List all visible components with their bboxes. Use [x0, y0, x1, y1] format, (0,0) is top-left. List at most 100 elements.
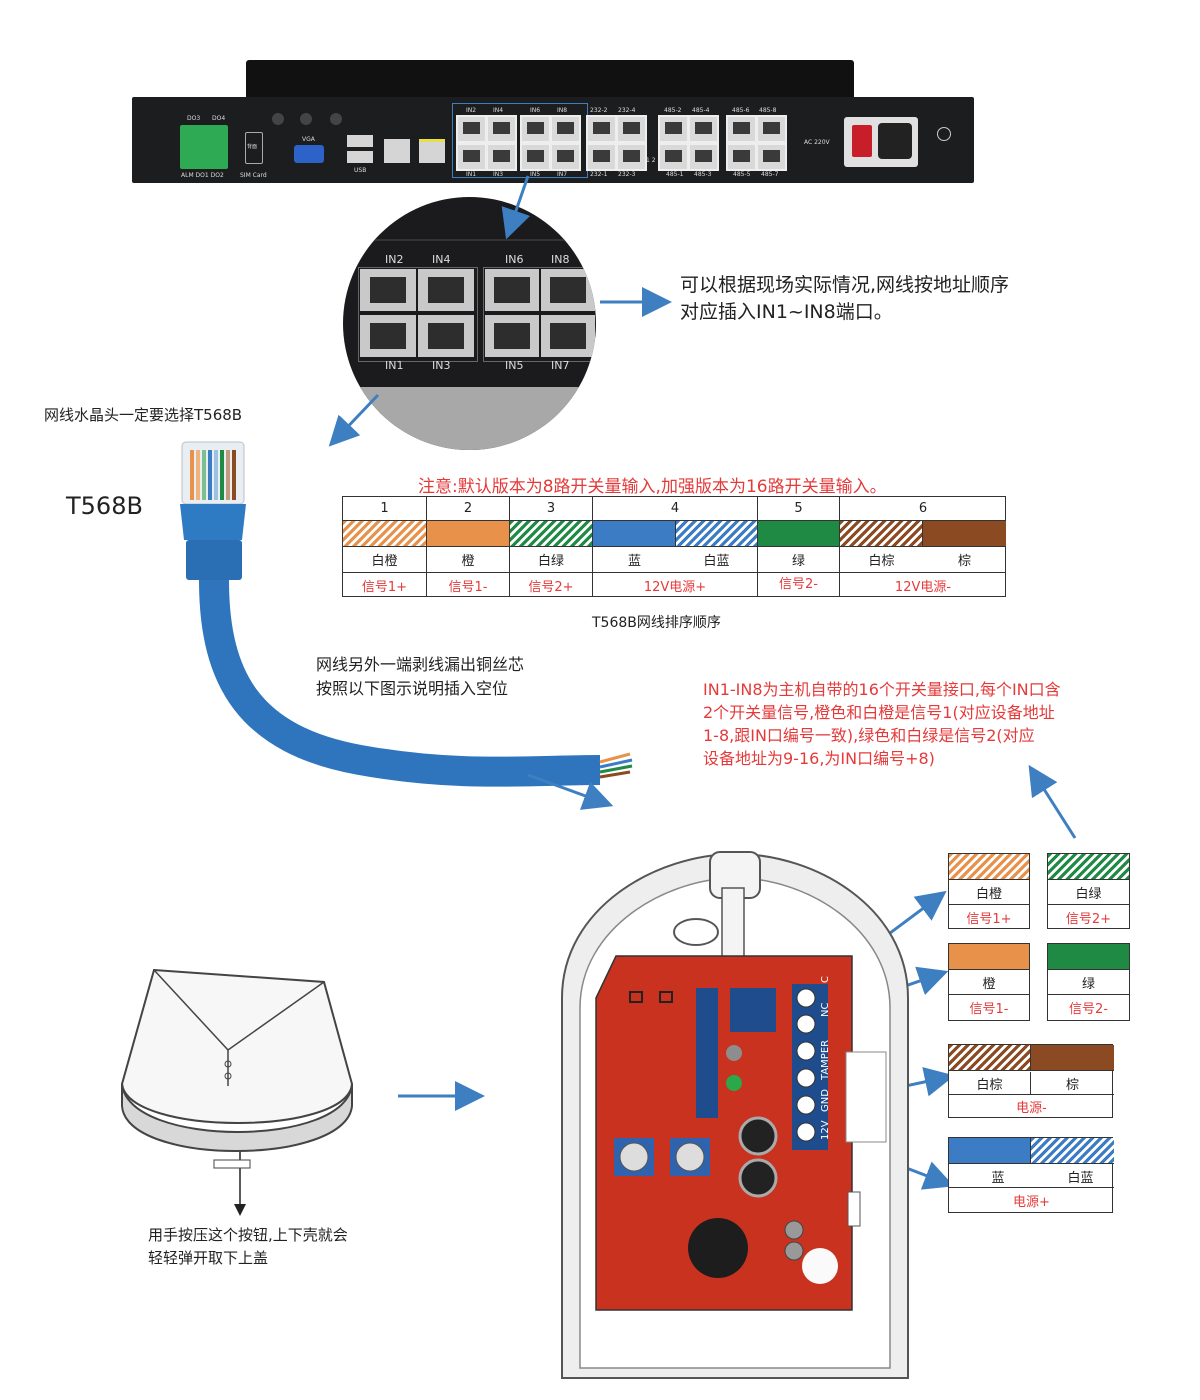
- label-485-8: 485-8: [759, 107, 777, 114]
- stripped-wire-ends: [599, 752, 633, 779]
- signal-1-plus: 信号1+: [343, 573, 427, 597]
- zoom-label-in3: IN3: [432, 359, 451, 372]
- legend-swatch-white-orange: [949, 854, 1029, 880]
- legend-power-minus: 白棕 棕 电源-: [948, 1044, 1114, 1118]
- sim-icon-label: 背面: [247, 144, 258, 150]
- port-485-7: [756, 143, 787, 171]
- port-232-4: [616, 115, 647, 143]
- label-232-1: 232-1: [590, 171, 608, 178]
- zoom-port-in3: [418, 315, 474, 357]
- in-desc-line1: IN1-IN8为主机自带的16个开关量接口,每个IN口含: [703, 680, 1061, 699]
- legend-name-white-brown: 白棕: [949, 1072, 1031, 1095]
- label-485-6: 485-6: [732, 107, 750, 114]
- legend-signal-2-plus: 信号2+: [1065, 911, 1112, 927]
- port-232-3: [616, 143, 647, 171]
- port-485-6: [726, 115, 757, 143]
- label-in1: IN1: [466, 171, 477, 178]
- zoom-port-in6: [485, 269, 539, 311]
- arrow-to-plug: [328, 393, 380, 447]
- name-white-brown: 白棕: [840, 547, 923, 573]
- zoom-label-in6: IN6: [505, 253, 524, 266]
- zoom-label-in4: IN4: [432, 253, 451, 266]
- label-232-3: 232-3: [618, 171, 636, 178]
- label-ac-220v: AC 220V: [804, 139, 830, 146]
- legend-swatch-white-blue: [1031, 1138, 1114, 1164]
- port-485-8: [756, 115, 787, 143]
- in-desc-line3: 1-8,跟IN口编号一致),绿色和白绿是信号2(对应: [703, 726, 1035, 745]
- port-in8: [550, 115, 581, 143]
- legend-swatch-blue: [949, 1138, 1031, 1164]
- terminal-label-nc: NC: [820, 1002, 831, 1017]
- signal-2-minus: 信号2-: [758, 567, 840, 597]
- name-white-blue: 白蓝: [676, 547, 758, 573]
- rj45-cable-illustration: [180, 441, 633, 787]
- zoom-circle: IN2 IN4 IN6 IN8 IN1 IN3 IN5 IN7: [343, 197, 596, 450]
- rj45-inner-wires: [190, 450, 236, 500]
- zoom-label-in2: IN2: [385, 253, 404, 266]
- port-485-2: [658, 115, 689, 143]
- legend-signal-2-minus: 信号2-: [1069, 1001, 1108, 1017]
- zoom-edge: [343, 239, 596, 241]
- label-485-4: 485-4: [692, 107, 710, 114]
- legend-swatch-orange: [949, 944, 1029, 970]
- name-orange: 橙: [427, 547, 510, 573]
- legend-power-plus: 蓝 白蓝 电源+: [948, 1137, 1114, 1213]
- press-note-line2: 轻轻弹开取下上盖: [148, 1249, 269, 1267]
- label-sim: SIM Card: [240, 172, 267, 179]
- label-do4: DO4: [212, 115, 226, 122]
- legend-white-green: 白绿 信号2+: [1047, 853, 1130, 929]
- press-note-line1: 用手按压这个按钮,上下壳就会: [148, 1226, 348, 1244]
- detector-cover-illustration: [120, 968, 354, 1169]
- legend-name-white-blue: 白蓝: [1047, 1165, 1114, 1188]
- legend-name-green: 绿: [1048, 971, 1129, 995]
- legend-swatch-brown: [1031, 1045, 1114, 1071]
- zoom-port-in7: [541, 315, 595, 357]
- signal-2-plus: 信号2+: [510, 573, 593, 597]
- label-in2: IN2: [466, 107, 477, 114]
- ground-icon: [937, 127, 951, 141]
- port-in5: [520, 143, 551, 171]
- crystal-note: 网线水晶头一定要选择T568B: [44, 406, 243, 424]
- terminal-label-c: C: [820, 976, 831, 983]
- zoom-label-in8: IN8: [551, 253, 570, 266]
- label-485-7: 485-7: [761, 171, 779, 178]
- swatch-blue: [593, 521, 676, 547]
- zoom-port-group-right: [483, 267, 596, 362]
- strip-note: 网线另外一端剥线漏出铜丝芯 按照以下图示说明插入空位: [316, 653, 524, 701]
- label-485-5: 485-5: [733, 171, 751, 178]
- lan-port: [384, 139, 410, 163]
- port-485-3: [688, 143, 719, 171]
- strip-note-line2: 按照以下图示说明插入空位: [316, 679, 509, 698]
- swatch-white-brown: [840, 521, 923, 547]
- label-485-2: 485-2: [664, 107, 682, 114]
- zoom-floor: [343, 387, 596, 450]
- host-device-rear-panel: DO3 DO4 ALM DO1 DO2 背面 SIM Card VGA USB …: [132, 97, 974, 183]
- port-in7: [550, 143, 581, 171]
- signal-1-minus: 信号1-: [427, 573, 510, 597]
- t568b-label: T568B: [66, 492, 143, 520]
- port-in2: [456, 115, 487, 143]
- legend-name-white-green: 白绿: [1048, 881, 1129, 905]
- legend-signal-1-minus: 信号1-: [969, 1001, 1009, 1017]
- rj45-boot-ridges: [186, 540, 242, 580]
- port-in6: [520, 115, 551, 143]
- legend-name-blue: 蓝: [949, 1165, 1047, 1188]
- pin-header-6: 6: [840, 497, 1006, 521]
- zoom-note: 可以根据现场实际情况,网线按地址顺序 对应插入IN1~IN8端口。: [680, 272, 1009, 326]
- swatch-green: [758, 521, 840, 547]
- legend-name-brown: 棕: [1031, 1072, 1114, 1095]
- zoom-label-in1: IN1: [385, 359, 404, 372]
- legend-name-white-orange: 白橙: [949, 881, 1029, 905]
- table-caption: T568B网线排序顺序: [592, 615, 721, 631]
- label-in8: IN8: [557, 107, 568, 114]
- press-note: 用手按压这个按钮,上下壳就会 轻轻弹开取下上盖: [148, 1224, 348, 1270]
- zoom-label-in7: IN7: [551, 359, 570, 372]
- vga-port: [294, 145, 324, 163]
- warning-note: 注意:默认版本为8路开关量输入,加强版本为16路开关量输入。: [418, 477, 887, 497]
- in-desc-line2: 2个开关量信号,橙色和白橙是信号1(对应设备地址: [703, 703, 1055, 722]
- swatch-brown: [923, 521, 1006, 547]
- strip-note-line1: 网线另外一端剥线漏出铜丝芯: [316, 655, 525, 674]
- label-485-3: 485-3: [694, 171, 712, 178]
- swatch-white-orange: [343, 521, 427, 547]
- arrow-to-detector: [527, 773, 614, 810]
